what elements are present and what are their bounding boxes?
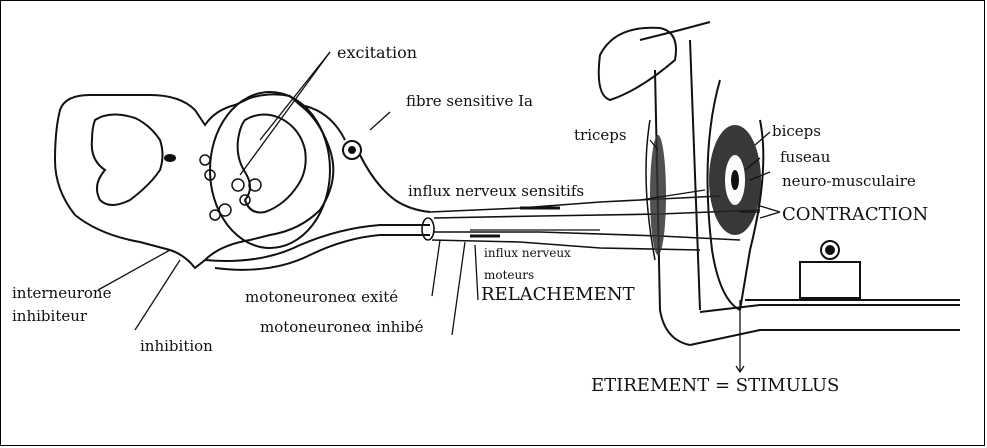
weight-block xyxy=(800,241,860,298)
label-fuseau: fuseau xyxy=(780,148,831,166)
label-triceps: triceps xyxy=(574,126,627,144)
label-etirement: ETIREMENT = STIMULUS xyxy=(591,375,839,396)
label-biceps: biceps xyxy=(772,122,821,140)
label-interneurone-2: inhibiteur xyxy=(12,307,88,325)
muscle-shading xyxy=(650,125,761,255)
label-motoneurone-inhibe: motoneuroneα inhibé xyxy=(260,318,424,336)
label-relachement: RELACHEMENT xyxy=(481,284,635,305)
label-influx-sensitifs: influx nerveux sensitifs xyxy=(408,182,584,200)
label-motoneurone-exite: motoneuroneα exité xyxy=(245,288,398,306)
label-inhibition: inhibition xyxy=(140,337,213,355)
label-influx-moteurs-1: influx nerveux xyxy=(484,246,571,260)
label-interneurone-1: interneurone xyxy=(12,284,112,302)
label-excitation: excitation xyxy=(337,43,417,62)
label-neuro-musculaire: neuro-musculaire xyxy=(782,172,916,190)
label-influx-moteurs-2: moteurs xyxy=(484,268,534,282)
label-contraction: CONTRACTION xyxy=(782,204,928,225)
label-fibre-sensitive: fibre sensitive Ia xyxy=(406,92,533,110)
